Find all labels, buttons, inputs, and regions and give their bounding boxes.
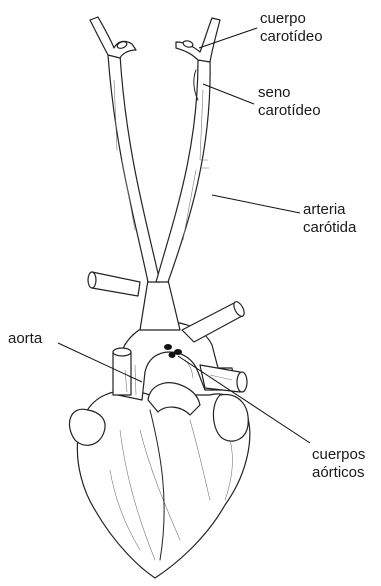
left-carotid-bifurcation bbox=[90, 17, 136, 58]
label-aorta: aorta bbox=[8, 330, 42, 348]
label-line: cuerpo bbox=[260, 10, 323, 28]
right-carotid-artery bbox=[156, 60, 210, 282]
left-atrium bbox=[213, 395, 248, 442]
label-line: carotídeo bbox=[258, 102, 321, 120]
vena-cava-stub bbox=[113, 352, 131, 395]
left-carotid-artery bbox=[108, 55, 160, 282]
label-cuerpo-carotideo: cuerpo carotídeo bbox=[260, 10, 323, 46]
right-atrium bbox=[69, 409, 105, 445]
descending-aorta-opening bbox=[237, 372, 247, 392]
label-line: cuerpos bbox=[312, 446, 365, 464]
brachiocephalic-trunk bbox=[140, 280, 180, 330]
label-line: aorta bbox=[8, 330, 42, 348]
leader-arteria-carotida bbox=[212, 195, 300, 213]
vena-cava-opening bbox=[113, 348, 131, 356]
label-arteria-carotida: arteria carótida bbox=[303, 201, 356, 237]
right-carotid-bifurcation bbox=[176, 18, 220, 62]
label-line: carotídeo bbox=[260, 28, 323, 46]
heart-illustration bbox=[69, 390, 249, 578]
carotid-arteries-group bbox=[90, 17, 220, 282]
label-seno-carotideo: seno carotídeo bbox=[258, 84, 321, 120]
left-branch-artery bbox=[92, 272, 140, 296]
label-line: arteria bbox=[303, 201, 356, 219]
label-line: seno bbox=[258, 84, 321, 102]
aortic-body bbox=[169, 352, 176, 358]
left-branch-opening bbox=[88, 272, 96, 288]
aortic-body bbox=[164, 344, 172, 350]
leader-seno-carotideo bbox=[203, 84, 254, 104]
label-cuerpos-aorticos: cuerpos aórticos bbox=[312, 446, 365, 482]
subclavian-artery bbox=[182, 302, 242, 342]
label-line: aórticos bbox=[312, 464, 365, 482]
label-line: carótida bbox=[303, 219, 356, 237]
